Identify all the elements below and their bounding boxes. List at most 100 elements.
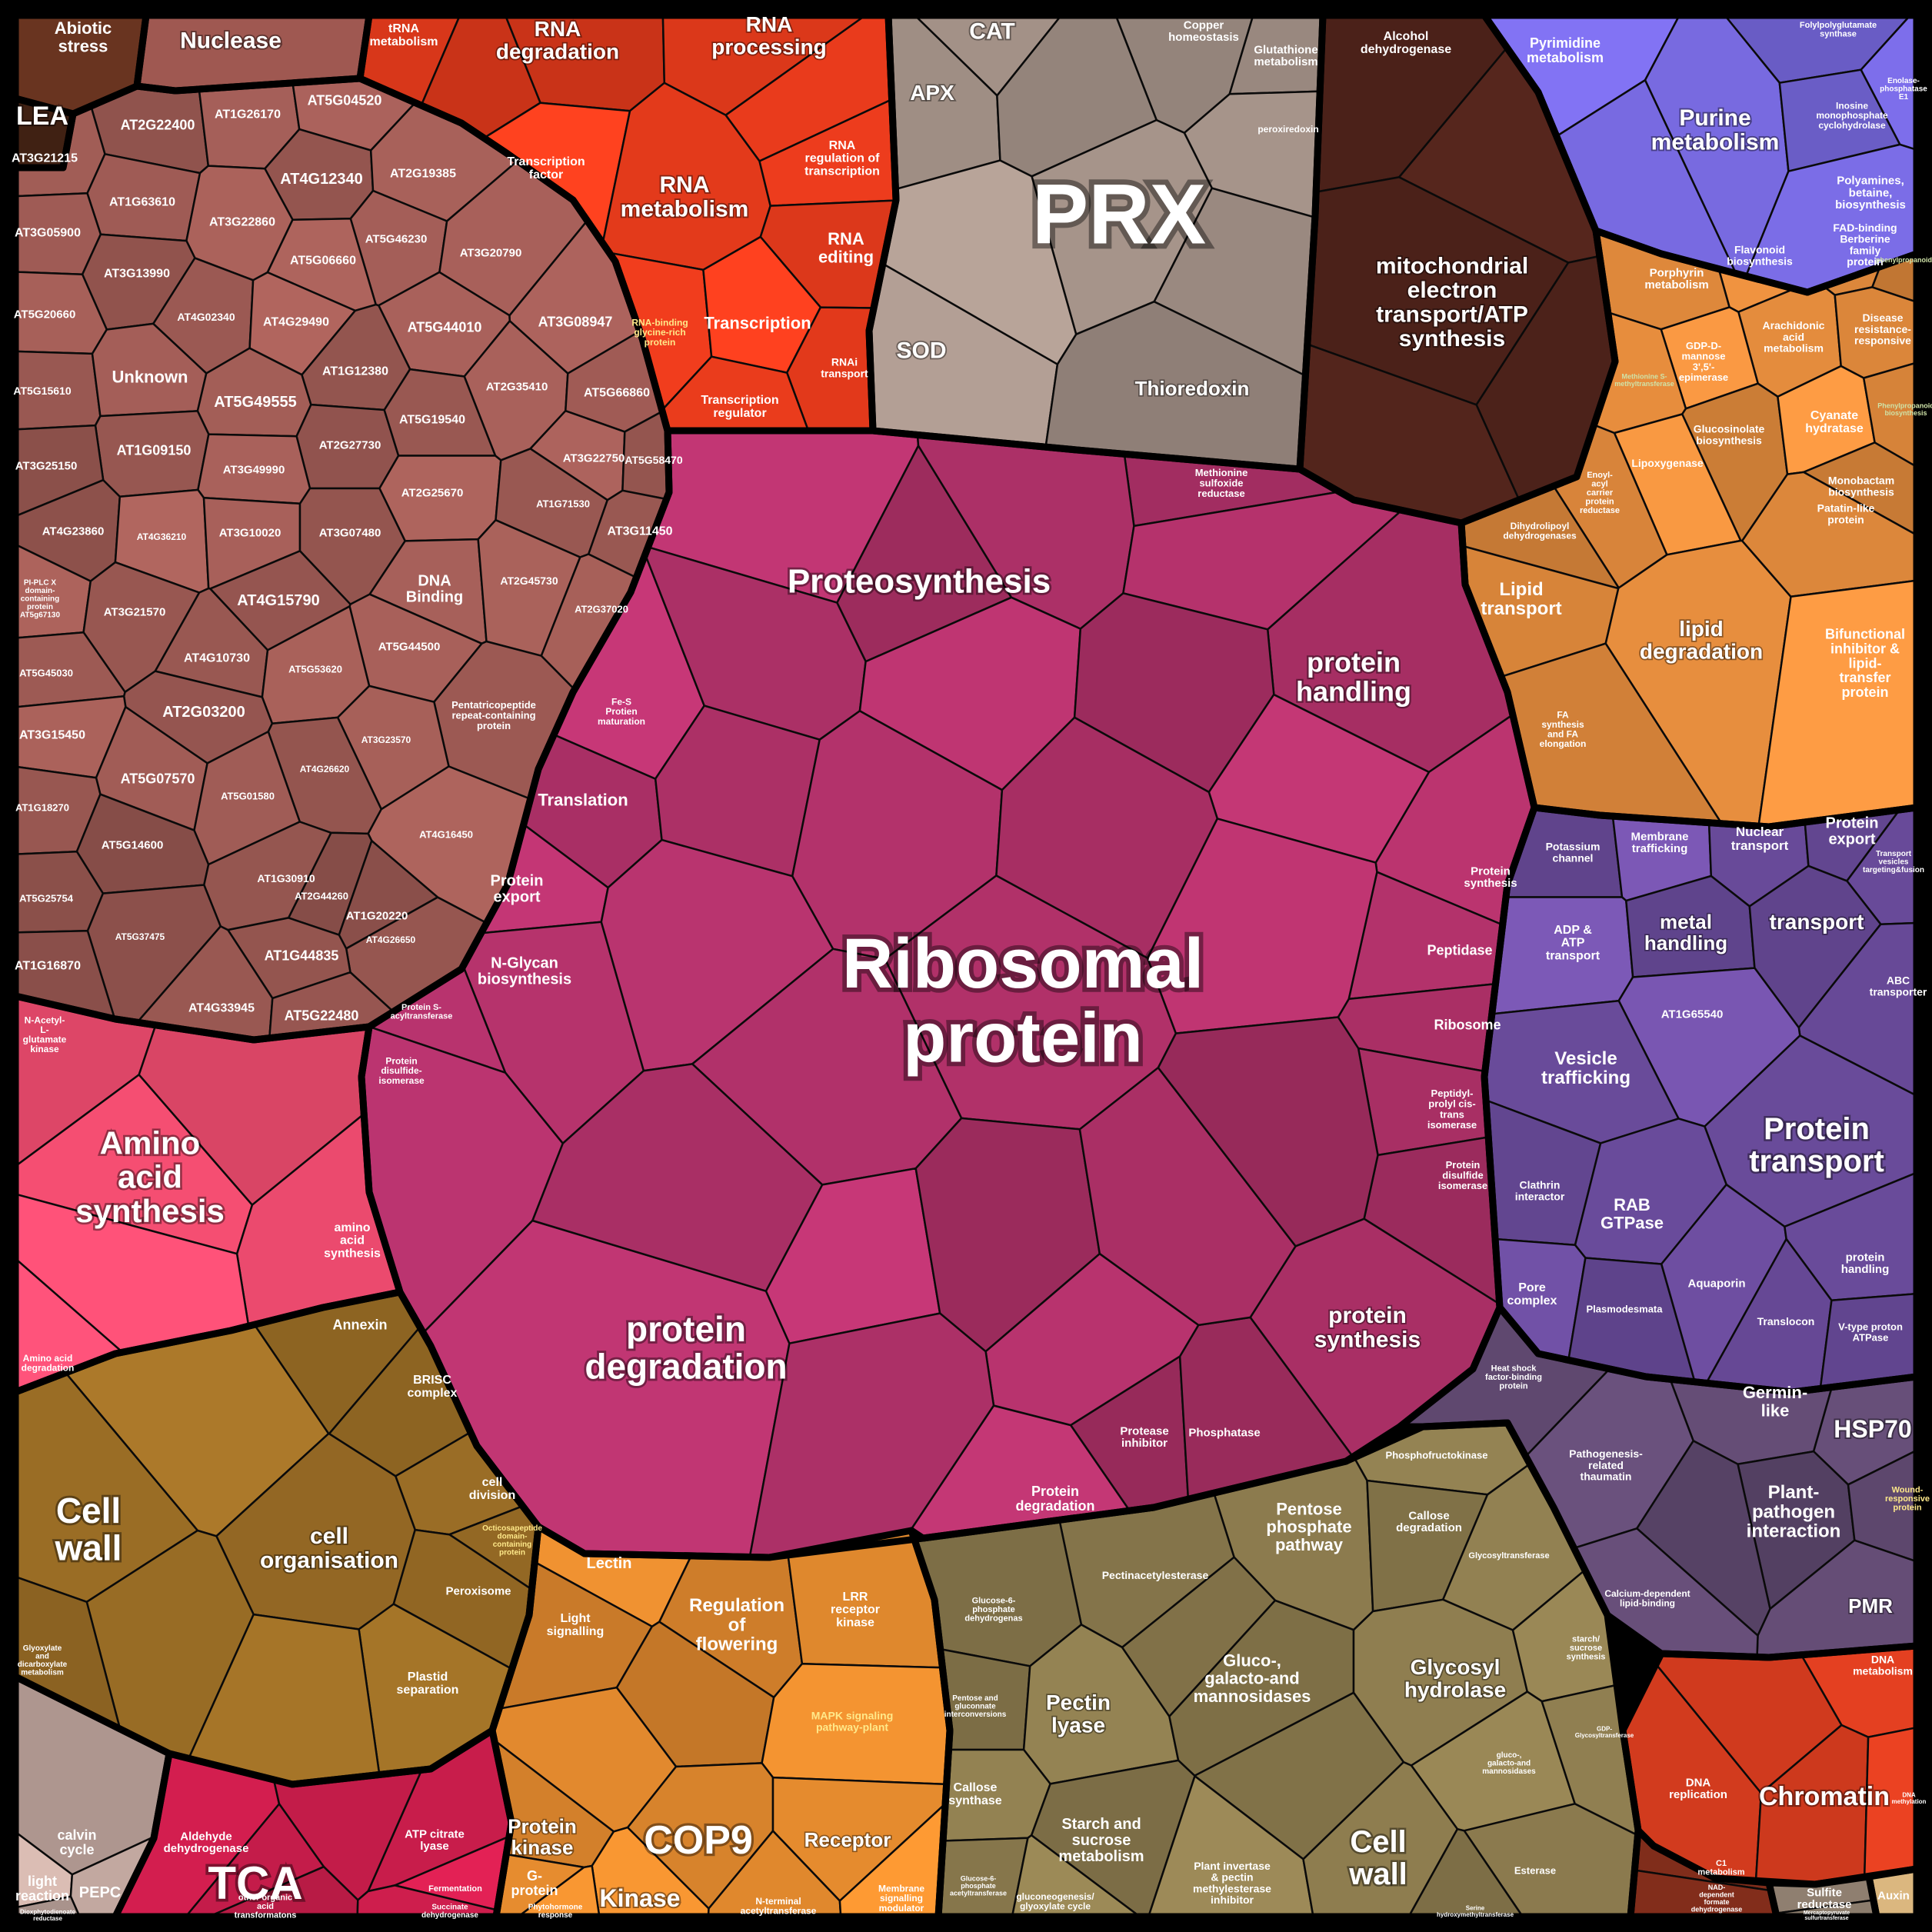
region-borders-layer (12, 12, 1920, 1920)
cell-label: Methionine S-methyltransferase (1614, 372, 1674, 387)
cell-label: PMR (1848, 1594, 1893, 1617)
cell-label: phenylpropanoids (1876, 256, 1932, 264)
cell-label: AT5G44010 (408, 319, 482, 335)
cell-label: AT4G10730 (184, 652, 250, 665)
treemap-cell[interactable] (748, 1312, 995, 1559)
cell-label: TCA (208, 1857, 302, 1909)
cell-label: Ribosome (1434, 1017, 1501, 1032)
cell-label: AT3G10020 (219, 526, 281, 539)
cell-label: AT1G20220 (346, 909, 408, 922)
cell-label: AT5G45030 (19, 668, 73, 679)
cell-label: CAT (969, 19, 1014, 45)
cell-label: AT3G23570 (361, 734, 411, 745)
cell-label: AT2G25670 (401, 486, 464, 499)
treemap-cell[interactable] (1157, 1016, 1379, 1247)
cell-label: Esterase (1514, 1865, 1556, 1877)
cell-label: AT4G15790 (237, 592, 319, 609)
cell-label: Glycosyltransferase (1468, 1551, 1549, 1561)
cell-label: PEPC (79, 1884, 121, 1901)
cell-label: AT5G44500 (378, 640, 441, 653)
region-border-auxin (1865, 1865, 1920, 1920)
cell-label: AT3G21570 (104, 605, 166, 618)
cell-label: peroxiredoxin (1257, 124, 1318, 135)
cell-label: AT3G07480 (319, 526, 381, 539)
cell-label: Translation (538, 791, 628, 810)
cell-label: Chromatin (1759, 1782, 1890, 1811)
cell-label: AT4G33945 (188, 1002, 255, 1015)
cell-label: AT3G11450 (607, 525, 672, 538)
cell-label: LEA (16, 102, 68, 131)
cell-label: AT3G25150 (15, 459, 78, 472)
cell-label: AT1G30910 (257, 872, 315, 884)
cell-label: AT4G26650 (366, 934, 416, 945)
cell-label: Kinase (600, 1884, 681, 1912)
cell-label: AT1G65540 (1661, 1008, 1724, 1021)
cell-label: Annexin (332, 1317, 387, 1332)
cell-label: AT2G27730 (319, 438, 381, 451)
cell-label: AT5G58470 (625, 454, 682, 466)
cell-label: AT5G46230 (365, 232, 428, 245)
cell-label: AT5G37475 (115, 931, 165, 942)
cell-label: AT2G44260 (295, 891, 348, 902)
cell-label: HSP70 (1834, 1415, 1911, 1443)
treemap-cell[interactable] (600, 838, 834, 1072)
treemap-cell[interactable] (383, 368, 497, 457)
cell-label: AT5G07570 (121, 771, 195, 786)
cell-label: Proteosynthesis (788, 562, 1051, 600)
cell-label: Transcription (704, 314, 811, 333)
